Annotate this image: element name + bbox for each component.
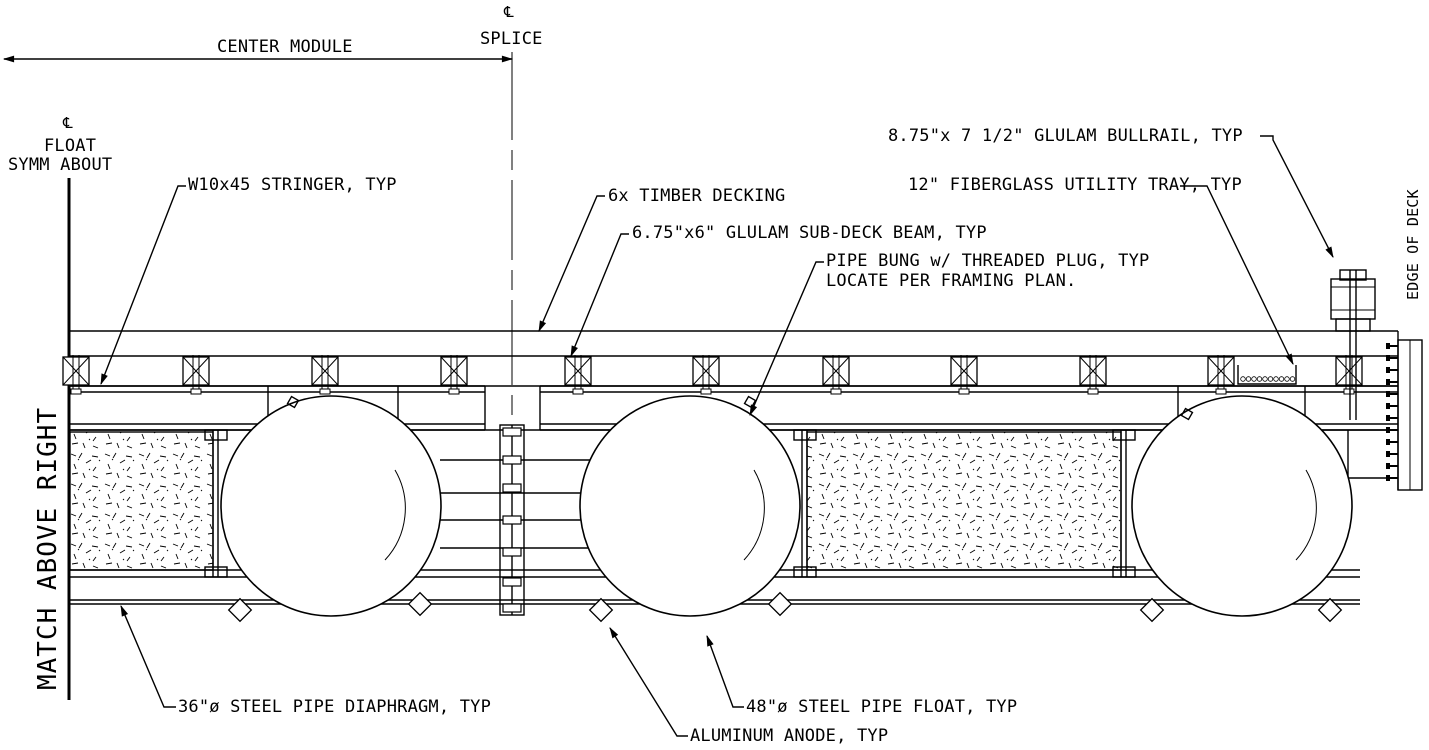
anode (1139, 597, 1165, 623)
anode (588, 597, 614, 623)
symm-about-label: SYMM ABOUT (8, 155, 112, 175)
subdeck-beam-label: 6.75"x6" GLULAM SUB-DECK BEAM, TYP (632, 223, 987, 243)
glulam-subdeck-beam (1207, 355, 1235, 395)
glulam-subdeck-beam (182, 355, 210, 395)
anode (407, 591, 433, 617)
splice-bolt (502, 455, 522, 465)
splice-bolt (502, 515, 522, 525)
timber-decking-label: 6x TIMBER DECKING (608, 186, 785, 206)
leader-lines (100, 135, 1334, 737)
foam-block (69, 431, 214, 571)
glulam-bullrail (1330, 269, 1376, 420)
splice-cl-symbol: ℄ (503, 3, 514, 21)
glulam-subdeck-beam (692, 355, 720, 395)
glulam-subdeck-beam (440, 355, 468, 395)
edge-of-deck-label: EDGE OF DECK (1404, 189, 1422, 300)
utility-tray-label: 12" FIBERGLASS UTILITY TRAY, TYP (908, 175, 1242, 195)
splice-label: SPLICE (480, 29, 543, 49)
utility-tray (1237, 365, 1297, 385)
glulam-subdeck-beam (950, 355, 978, 395)
glulam-subdeck-beam (62, 355, 90, 395)
glulam-subdeck-beam (311, 355, 339, 395)
center-module-label: CENTER MODULE (217, 37, 353, 57)
glulam-beams (62, 355, 1363, 395)
steel-pipe-float (579, 395, 801, 617)
pipe-bungs (286, 395, 1194, 421)
anode (227, 597, 253, 623)
float-cl-symbol: ℄ (62, 114, 73, 132)
foam-block (806, 431, 1122, 571)
glulam-subdeck-beam (1335, 355, 1363, 395)
splice-bolt (502, 547, 522, 557)
pipe-bung-label-line2: LOCATE PER FRAMING PLAN. (826, 271, 1076, 291)
anode-label: ALUMINUM ANODE, TYP (690, 726, 888, 746)
pipe-bung-label-line1: PIPE BUNG w/ THREADED PLUG, TYP (826, 251, 1149, 271)
match-above-right-label: MATCH ABOVE RIGHT (33, 407, 63, 690)
diaphragm-label: 36"ø STEEL PIPE DIAPHRAGM, TYP (178, 697, 491, 717)
splice-bolt (502, 603, 522, 613)
bullrail-label: 8.75"x 7 1/2" GLULAM BULLRAIL, TYP (888, 126, 1243, 146)
float-label: FLOAT (44, 136, 96, 156)
glulam-subdeck-beam (1079, 355, 1107, 395)
anode (767, 591, 793, 617)
glulam-subdeck-beam (822, 355, 850, 395)
edge-fender (1386, 331, 1423, 491)
steel-pipe-float (220, 395, 442, 617)
steel-pipe-float (1131, 395, 1353, 617)
splice-bolt (502, 577, 522, 587)
splice-cross-members (440, 459, 595, 549)
timber-decking (69, 330, 1398, 357)
glulam-subdeck-beam (564, 355, 592, 395)
stringer-label: W10x45 STRINGER, TYP (188, 175, 397, 195)
aluminum-anodes (227, 591, 1343, 623)
pipe-float-label: 48"ø STEEL PIPE FLOAT, TYP (746, 697, 1017, 717)
anode (1317, 597, 1343, 623)
foam-posts (204, 429, 1136, 578)
splice-bolt (502, 483, 522, 493)
splice-bolt-plate (499, 424, 525, 616)
splice-bolt (502, 427, 522, 437)
